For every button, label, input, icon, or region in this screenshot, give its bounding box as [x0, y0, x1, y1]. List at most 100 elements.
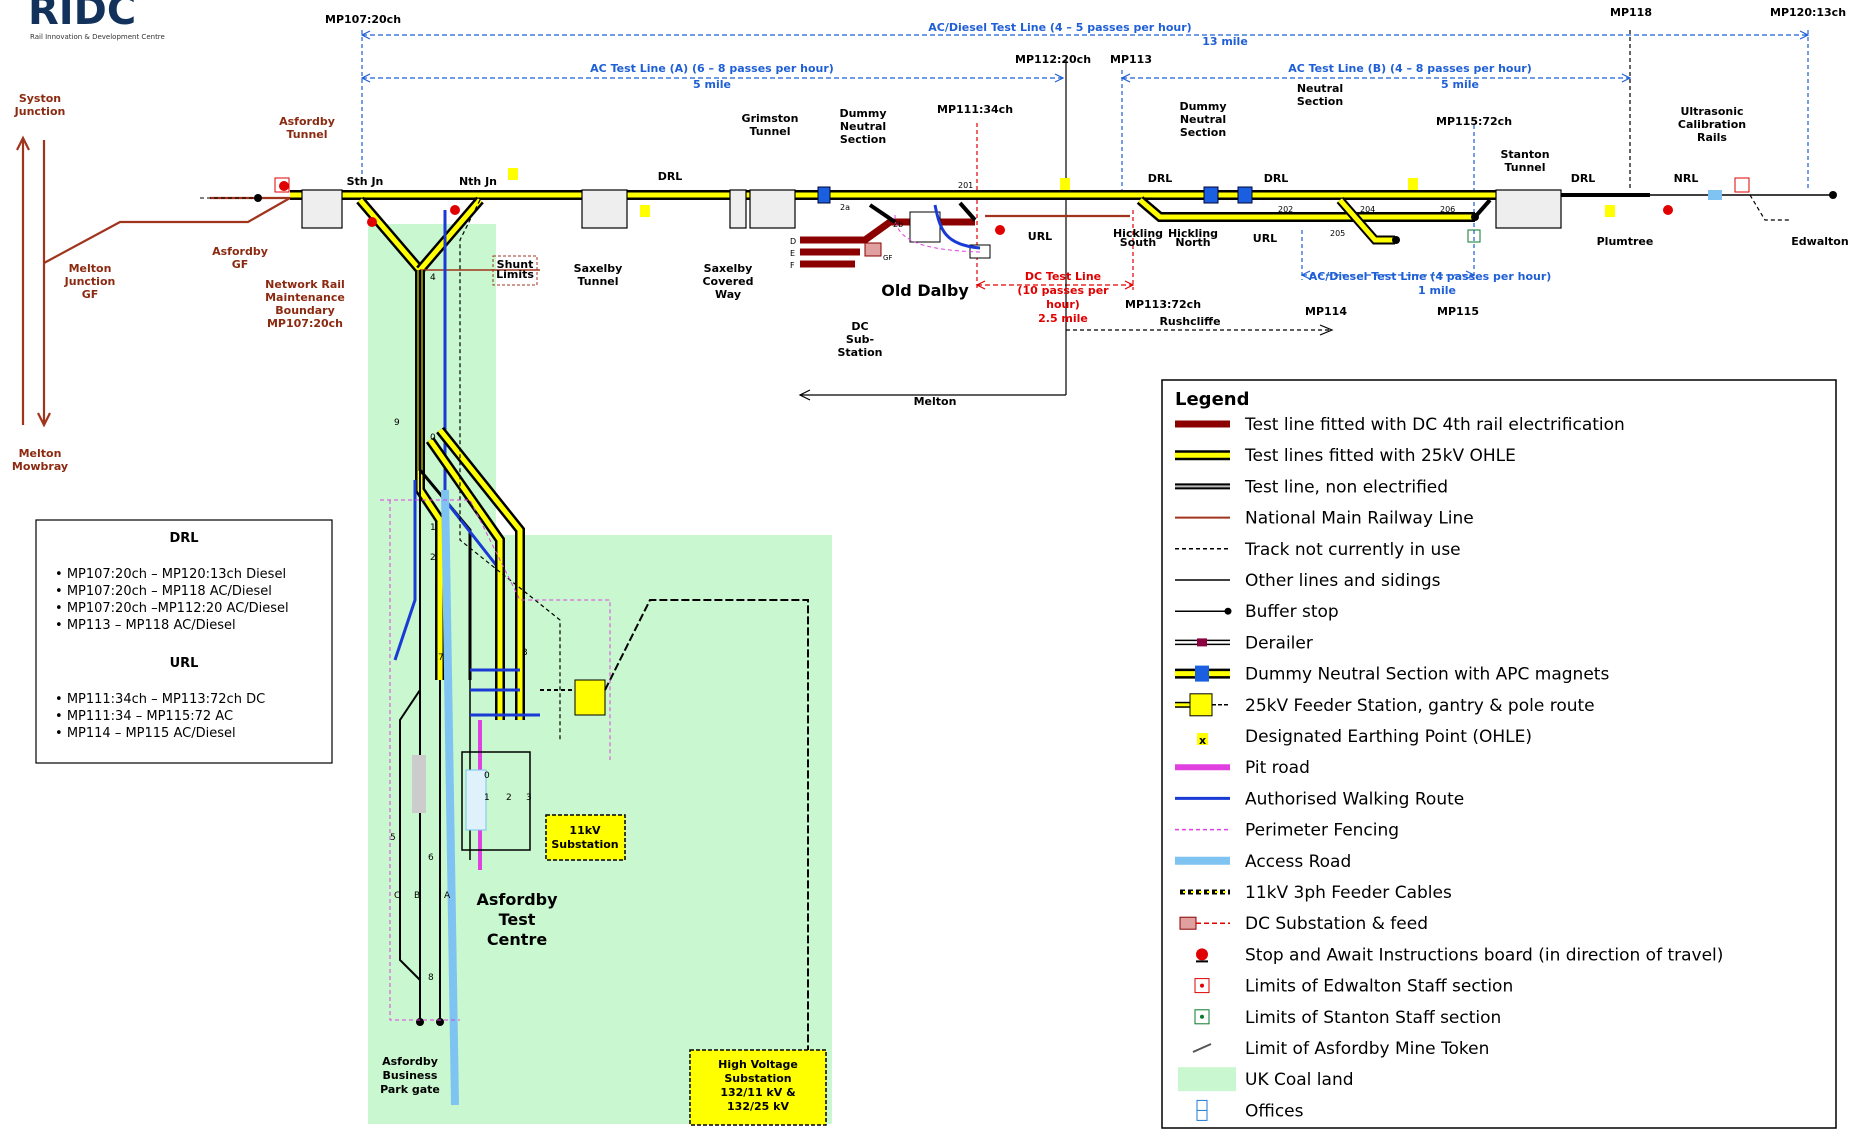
saxelby-cw-label-3: Way: [715, 288, 741, 301]
asfordby-test-label-2: Test: [499, 910, 536, 929]
ac-a-label: AC Test Line (A) (6 – 8 passes per hour): [590, 62, 834, 75]
old-dalby-label: Old Dalby: [881, 281, 969, 300]
ultrasonic-label: Ultrasonic: [1680, 105, 1743, 118]
mp114-label: MP114: [1305, 305, 1347, 318]
drl-label: DRL: [658, 170, 683, 183]
info-drl-bullet-1: • MP107:20ch – MP120:13ch Diesel: [55, 567, 286, 582]
route-info-box: DRL • MP107:20ch – MP120:13ch Diesel • M…: [36, 520, 332, 763]
legend-label: Test line, non electrified: [1244, 477, 1448, 497]
point-a: A: [444, 891, 451, 901]
point-1: 1: [430, 523, 436, 533]
point-y2: 2: [506, 793, 512, 803]
ultrasonic-label-2: Calibration: [1678, 118, 1746, 131]
asfordby-test-label: Asfordby: [476, 890, 558, 909]
legend-label: Other lines and sidings: [1245, 571, 1441, 591]
coal-land-icon: [1178, 1067, 1236, 1091]
legend-label: Limits of Stanton Staff section: [1245, 1008, 1501, 1028]
info-drl-bullet-3: • MP107:20ch –MP112:20 AC/Diesel: [55, 601, 289, 616]
asfordby-tunnel-label: Asfordby: [279, 115, 335, 128]
ac-diesel-bottom-label: AC/Diesel Test Line (4 passes per hour): [1309, 270, 1552, 283]
point-e: E: [790, 249, 795, 258]
syston-label: Syston: [19, 92, 61, 105]
drl-label-4: DRL: [1571, 172, 1596, 185]
syston-label-2: Junction: [14, 105, 66, 118]
point-yd: 0: [484, 771, 490, 781]
info-drl-bullet-4: • MP113 – MP118 AC/Diesel: [55, 618, 236, 633]
stanton-tunnel-label: Stanton: [1500, 148, 1549, 161]
mp111-label: MP111:34ch: [937, 103, 1013, 116]
edwalton-label: Edwalton: [1791, 235, 1848, 248]
drl-label-3: DRL: [1264, 172, 1289, 185]
hickling-north-label-2: North: [1175, 236, 1210, 249]
ac-diesel-bottom-len: 1 mile: [1418, 284, 1456, 297]
saxelby-tunnel-label-2: Tunnel: [577, 275, 618, 288]
point-3: 3: [522, 648, 528, 658]
legend-row: Stop and Await Instructions board (in di…: [1196, 945, 1723, 965]
info-url-title: URL: [170, 656, 199, 671]
point-b: B: [414, 891, 420, 901]
mp118-label: MP118: [1610, 6, 1652, 19]
dimension-lines: [362, 30, 1808, 280]
point-202: 202: [1278, 205, 1293, 214]
ohle-main-line: [254, 191, 1837, 202]
melton-mowbray-label: Melton: [19, 447, 62, 460]
legend-label: Derailer: [1245, 633, 1313, 653]
legend: Legend Test line fitted with DC 4th rail…: [1162, 380, 1836, 1128]
point-4: 4: [430, 273, 436, 283]
old-dalby-sidings: [800, 203, 990, 264]
mp115-label: MP115: [1437, 305, 1479, 318]
point-2a: 2a: [840, 203, 850, 212]
saxelby-tunnel-label: Saxelby: [574, 262, 623, 275]
ridc-logo: RIDC Rail Innovation & Development Centr…: [28, 0, 165, 41]
dummy-label-b-3: Section: [1180, 126, 1226, 139]
legend-label: 11kV 3ph Feeder Cables: [1245, 883, 1452, 903]
url-label-2: URL: [1253, 232, 1277, 245]
legend-row: x Designated Earthing Point (OHLE): [1197, 727, 1532, 747]
legend-label: Test line fitted with DC 4th rail electr…: [1244, 415, 1625, 435]
ac-diesel-top-len: 13 mile: [1202, 35, 1248, 48]
point-y3: 3: [526, 793, 532, 803]
dc-sub-label-2: Sub-: [846, 333, 874, 346]
neutral-section-label: Neutral: [1297, 82, 1343, 95]
point-6: 6: [428, 853, 434, 863]
point-d: D: [790, 237, 796, 246]
info-url-bullet-1: • MP111:34ch – MP113:72ch DC: [55, 692, 265, 707]
hv-label-4: 132/25 kV: [727, 1100, 789, 1113]
dummy-label-b-2: Neutral: [1180, 113, 1226, 126]
legend-label: 25kV Feeder Station, gantry & pole route: [1245, 696, 1595, 716]
nr-boundary-label: Network Rail: [265, 278, 345, 291]
melton-junction-label: Melton: [69, 262, 112, 275]
point-2: 2: [430, 553, 436, 563]
dc-line-label-3: hour): [1046, 298, 1080, 311]
melton-label: Melton: [914, 395, 957, 408]
asfordby-gf-label-2: GF: [232, 258, 249, 271]
asfordby-tunnel-label-2: Tunnel: [286, 128, 327, 141]
legend-label: Perimeter Fencing: [1245, 821, 1399, 841]
legend-title: Legend: [1175, 389, 1249, 410]
ac-b-label: AC Test Line (B) (4 – 8 passes per hour): [1288, 62, 1532, 75]
rushcliffe-label: Rushcliffe: [1159, 315, 1220, 328]
svg-text:x: x: [1199, 734, 1206, 747]
dc-dimension: [977, 123, 1133, 290]
legend-label: Track not currently in use: [1244, 540, 1461, 560]
dc-line-label: DC Test Line: [1025, 270, 1101, 283]
mp120-label: MP120:13ch: [1770, 6, 1846, 19]
point-204: 204: [1360, 205, 1375, 214]
ultrasonic-rails: [1708, 190, 1722, 200]
info-url-bullet-2: • MP111:34 – MP115:72 AC: [55, 709, 233, 724]
mp115-72-label: MP115:72ch: [1436, 115, 1512, 128]
legend-label: Offices: [1245, 1101, 1304, 1121]
earthing-point-icon: x: [1197, 733, 1208, 747]
hickling-south-label-2: South: [1120, 236, 1156, 249]
point-205: 205: [1330, 229, 1345, 238]
grimston-label-2: Tunnel: [749, 125, 790, 138]
hv-label-3: 132/11 kV &: [720, 1086, 796, 1099]
info-drl-bullet-2: • MP107:20ch – MP118 AC/Diesel: [55, 584, 272, 599]
saxelby-cw-label: Saxelby: [704, 262, 753, 275]
melton-junction-label-2: Junction: [64, 275, 116, 288]
legend-label: Designated Earthing Point (OHLE): [1245, 727, 1532, 747]
asfordby-test-label-3: Centre: [487, 930, 548, 949]
point-8: 8: [428, 973, 434, 983]
business-gate-label: Asfordby: [382, 1055, 438, 1068]
ac-a-len: 5 mile: [693, 78, 731, 91]
